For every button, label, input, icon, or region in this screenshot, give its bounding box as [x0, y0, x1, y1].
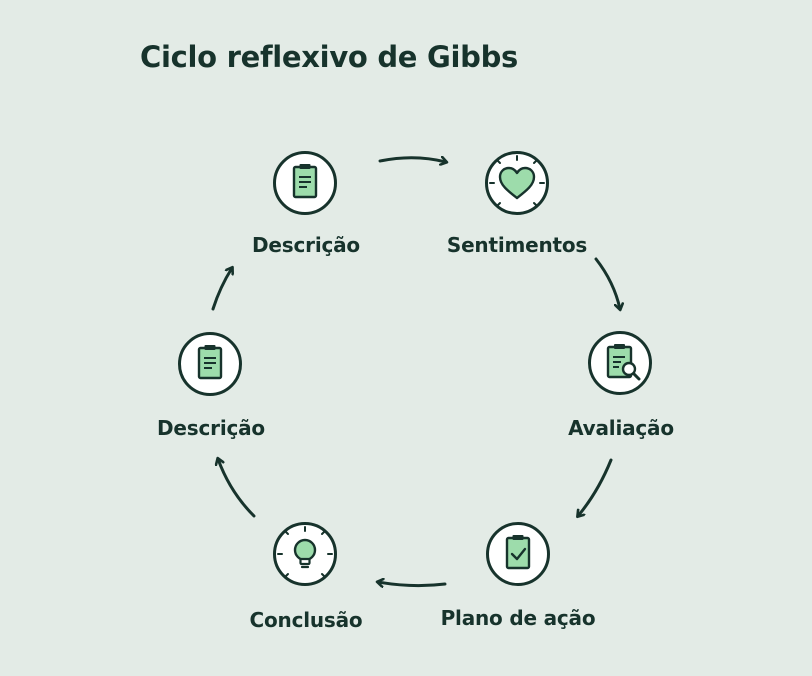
step-descricao-left-label: Descrição: [157, 416, 265, 440]
step-conclusao-label: Conclusão: [249, 608, 363, 632]
step-sentimentos-label: Sentimentos: [446, 233, 588, 257]
clipboard-check-icon: [505, 535, 531, 570]
lightbulb-icon: [277, 526, 333, 578]
arrow-conclusao-to-descricao: [218, 459, 256, 518]
heart-icon: [489, 155, 545, 207]
step-descricao-left-node: [178, 332, 242, 396]
step-avaliacao-node: [588, 331, 652, 395]
arrow-sentimentos-to-avaliacao: [594, 257, 620, 309]
step-descricao-top-node: [273, 151, 337, 215]
clipboard-search-icon: [606, 344, 641, 381]
step-plano-node: [486, 522, 550, 586]
step-avaliacao-label: Avaliação: [568, 416, 674, 440]
step-sentimentos-node: [485, 151, 549, 215]
arrow-descricao-to-sentimentos: [378, 158, 446, 162]
arrow-descricao-to-descricao: [211, 268, 232, 311]
arrow-plano-to-conclusao: [378, 582, 447, 586]
arrow-avaliacao-to-plano: [578, 458, 613, 516]
step-plano-label: Plano de ação: [440, 606, 596, 630]
diagram-title: Ciclo reflexivo de Gibbs: [140, 40, 518, 74]
step-descricao-top-label: Descrição: [252, 233, 360, 257]
clipboard-icon: [197, 345, 223, 380]
step-conclusao-node: [273, 522, 337, 586]
clipboard-icon: [292, 164, 318, 199]
